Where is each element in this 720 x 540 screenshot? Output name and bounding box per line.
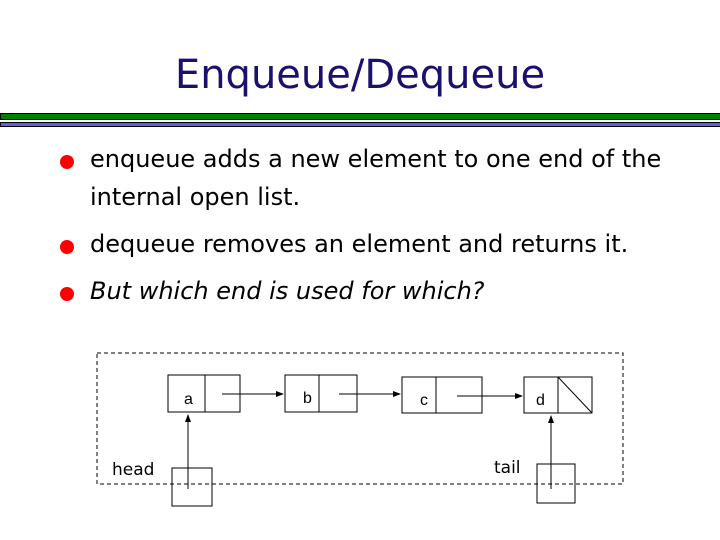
list-node-c: c — [401, 376, 483, 414]
bullet-item: But which end is used for which? — [60, 272, 700, 310]
null-pointer-slash — [557, 376, 593, 414]
head-pointer-box — [171, 467, 213, 507]
bullet-list: enqueue adds a new element to one end of… — [60, 140, 700, 319]
list-node-d: d — [523, 376, 593, 414]
node-value: b — [303, 390, 312, 407]
node-value: d — [536, 392, 545, 409]
slide-title: Enqueue/Dequeue — [174, 52, 546, 98]
bullet-item: dequeue removes an element and returns i… — [60, 225, 700, 263]
bullet-text: But which end is used for which? — [90, 277, 485, 305]
bullet-text: dequeue removes an element and returns i… — [90, 230, 629, 258]
bullet-icon — [60, 240, 74, 254]
node-value: c — [420, 392, 428, 409]
head-label: head — [112, 460, 154, 480]
title-rule-purple — [0, 122, 720, 127]
queue-boundary — [96, 352, 624, 485]
node-value: a — [184, 391, 193, 408]
bullet-icon — [60, 287, 74, 301]
tail-label: tail — [494, 458, 521, 478]
bullet-item: enqueue adds a new element to one end of… — [60, 140, 700, 216]
bullet-icon — [60, 155, 74, 169]
title-rule-green — [0, 113, 720, 120]
tail-pointer-box — [536, 463, 576, 504]
bullet-text: enqueue adds a new element to one end of… — [90, 145, 662, 211]
